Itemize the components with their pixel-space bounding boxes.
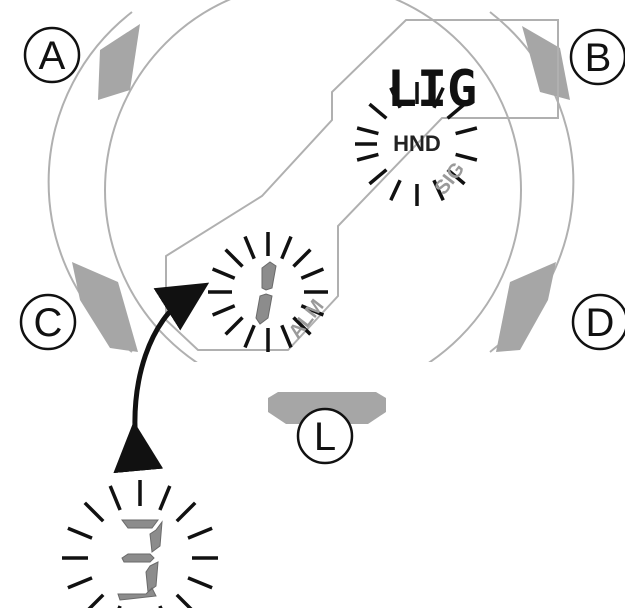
- flash-ray: [446, 102, 466, 120]
- setting-value-flashing: 1: [0, 0, 328, 352]
- bezel-grip-bottom-left: [72, 262, 138, 352]
- svg-text:C: C: [34, 301, 63, 345]
- flash-ray: [356, 126, 379, 136]
- flash-ray: [389, 179, 402, 201]
- flash-ray: [446, 168, 466, 186]
- flash-ray: [83, 501, 105, 523]
- flash-rays-hnd: [355, 82, 478, 206]
- hand-indicator: HND: [355, 82, 478, 206]
- flash-ray: [389, 87, 402, 109]
- button-l[interactable]: L: [268, 392, 386, 465]
- alternate-value-flashing: 3: [0, 0, 218, 608]
- flash-ray: [280, 324, 293, 349]
- digit-three-segments: [117, 519, 163, 601]
- flash-ray: [356, 152, 379, 162]
- flash-ray: [368, 102, 388, 120]
- flash-ray: [158, 485, 172, 511]
- lcd-display-outline: [165, 19, 559, 351]
- bezel-grip-bottom-right: [496, 262, 556, 352]
- svg-text:D: D: [586, 301, 615, 345]
- flash-ray: [292, 248, 312, 268]
- svg-text:A: A: [39, 34, 66, 78]
- button-d[interactable]: D: [571, 293, 625, 351]
- flash-ray: [368, 168, 388, 186]
- flash-ray: [211, 304, 236, 317]
- flash-ray: [67, 526, 93, 540]
- flash-ray: [300, 267, 325, 280]
- flash-ray: [292, 316, 312, 336]
- flash-ray: [108, 485, 122, 511]
- flash-ray: [243, 235, 256, 260]
- watch-case: [47, 0, 575, 362]
- flash-ray: [455, 126, 478, 136]
- button-a[interactable]: A: [23, 26, 81, 84]
- flash-ray: [224, 248, 244, 268]
- flash-ray: [87, 593, 105, 608]
- flash-ray: [432, 87, 445, 109]
- flash-ray: [67, 576, 93, 590]
- flash-ray: [187, 576, 213, 590]
- flash-ray: [280, 235, 293, 260]
- alm-label: ALM: [285, 295, 329, 343]
- bezel-grip-top-left: [98, 24, 140, 100]
- flash-ray: [224, 316, 244, 336]
- flash-ray: [211, 267, 236, 280]
- sig-label: SIG: [431, 158, 470, 199]
- setting-value-text: 1: [0, 0, 1, 1]
- flash-rays-alternate: [62, 480, 218, 608]
- svg-text:B: B: [585, 36, 612, 80]
- flash-ray: [300, 304, 325, 317]
- flash-rays-setting: [208, 232, 328, 352]
- bezel-grip-top-right: [522, 26, 570, 100]
- button-b[interactable]: B: [569, 28, 625, 86]
- svg-text:L: L: [314, 415, 336, 459]
- flash-ray: [243, 324, 256, 349]
- alternate-value-text: 3: [0, 0, 1, 1]
- flash-ray: [455, 152, 478, 162]
- flash-ray: [175, 593, 193, 608]
- flash-ray: [432, 179, 445, 201]
- button-c[interactable]: C: [19, 293, 77, 351]
- hand-label: HND: [393, 131, 441, 156]
- double-arrow-icon: [113, 282, 210, 474]
- flash-ray: [175, 501, 197, 523]
- digit-one-segments: [255, 261, 277, 325]
- flash-ray: [187, 526, 213, 540]
- lcd-main-text: LIG: [387, 60, 477, 118]
